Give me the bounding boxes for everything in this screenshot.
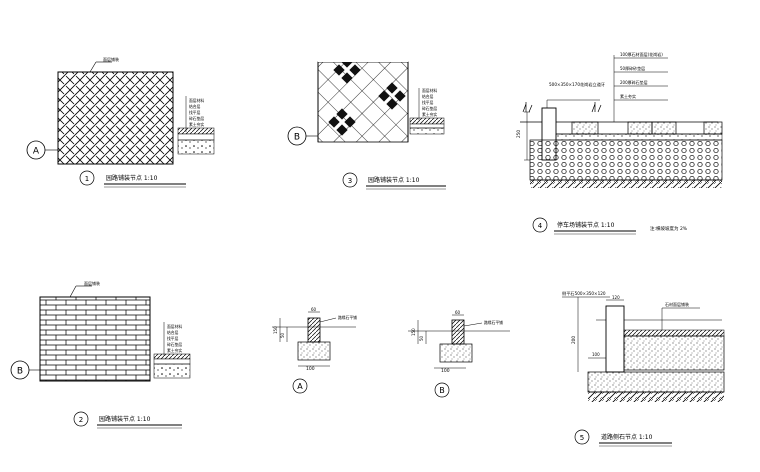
dim-side-1: 150 bbox=[273, 326, 278, 334]
dim-side-2: 50 bbox=[280, 332, 285, 338]
detail-4-parking-section: 500×350×170花岗岩立道牙 100厚石材面层(花岗岩) 50厚碎砂垫层 … bbox=[516, 51, 723, 235]
detail-2-brick: 面层铺装 面层材料 结合层 找平层 碎石垫层 素土夯实 B 2 园路铺装节点 1… bbox=[10, 280, 191, 429]
detail-title: 园路铺装节点 1:10 bbox=[368, 176, 420, 184]
layer-3: 200厚碎石垫层 bbox=[620, 79, 648, 85]
dim-top: 60 bbox=[455, 310, 461, 315]
detail-index: 5 bbox=[580, 434, 584, 442]
layer-3: 找平层 bbox=[189, 110, 201, 115]
detail-index-circle bbox=[532, 217, 548, 233]
dim-height: 250 bbox=[516, 130, 521, 138]
stone-label: 侧平石500×350×120 bbox=[562, 290, 606, 297]
dim-top: 60 bbox=[311, 307, 317, 312]
dim-side-1: 150 bbox=[411, 328, 416, 336]
dim-top: 120 bbox=[612, 295, 620, 300]
dim-height: 200 bbox=[571, 336, 576, 344]
detail-index: 2 bbox=[79, 416, 83, 424]
detail-title: 园路铺装节点 1:10 bbox=[106, 174, 158, 182]
callout: 路缘石平铺 bbox=[484, 320, 503, 325]
stone-label: 500×350×170花岗岩立道牙 bbox=[549, 81, 605, 88]
layer-3: 找平层 bbox=[167, 336, 179, 341]
callout-top: 面层铺装 bbox=[103, 56, 119, 62]
detail-index-circle bbox=[73, 411, 89, 427]
slope-note: 注:横坡坡度为 2% bbox=[650, 225, 688, 232]
layer-3: 找平层 bbox=[422, 100, 434, 105]
detail-index-circle bbox=[79, 170, 95, 186]
layer-1: 面层材料 bbox=[189, 98, 204, 103]
brick-plan bbox=[39, 296, 151, 382]
dim-bottom: 100 bbox=[306, 366, 315, 372]
section-marker-label: B bbox=[439, 386, 445, 395]
layer-1: 面层材料 bbox=[167, 324, 182, 329]
detail-index: 4 bbox=[538, 222, 543, 230]
layer-1: 100厚石材面层(花岗岩) bbox=[620, 51, 663, 57]
layer-5: 素土夯实 bbox=[189, 122, 204, 127]
layer-2: 结合层 bbox=[189, 104, 201, 109]
layer-5: 素土夯实 bbox=[422, 112, 437, 117]
detail-curb-section-b: 60 150 50 100 路缘石平铺 B bbox=[408, 310, 510, 398]
section-marker-label: B bbox=[294, 133, 300, 143]
dim-bottom: 100 bbox=[441, 368, 450, 374]
section-marker-label: B bbox=[17, 367, 23, 377]
detail-index: 1 bbox=[85, 175, 89, 183]
layer-2: 结合层 bbox=[422, 94, 434, 99]
detail-index: 3 bbox=[348, 177, 352, 185]
section-marker bbox=[292, 378, 308, 394]
herringbone-plan bbox=[57, 71, 174, 165]
detail-index-circle bbox=[342, 172, 358, 188]
detail-title: 停车场铺装节点 1:10 bbox=[557, 221, 615, 229]
detail-3-lattice: 面层材料 结合层 找平层 碎石垫层 素土夯实 B 3 园路铺装节点 1:10 bbox=[287, 52, 446, 190]
layer-4: 碎石垫层 bbox=[422, 106, 437, 111]
dim-bottom: 100 bbox=[592, 352, 600, 357]
callout-top: 面层铺装 bbox=[84, 280, 100, 286]
callout: 路缘石平铺 bbox=[338, 315, 357, 320]
layer-4: 碎石垫层 bbox=[167, 342, 182, 347]
layer-5: 素土夯实 bbox=[167, 348, 182, 353]
detail-title: 道路侧石节点 1:10 bbox=[601, 433, 653, 441]
layer-4: 素土夯实 bbox=[620, 93, 636, 99]
detail-curb-section-a: 60 150 50 100 路缘石平铺 A bbox=[272, 307, 357, 394]
layer-4: 碎石垫层 bbox=[189, 116, 204, 121]
detail-index-circle bbox=[574, 429, 590, 445]
section-marker bbox=[434, 382, 450, 398]
right-label: 石材面层铺装 bbox=[665, 301, 689, 307]
layer-2: 结合层 bbox=[167, 330, 179, 335]
detail-title: 园路铺装节点 1:10 bbox=[99, 415, 151, 423]
detail-1-herringbone: 面层铺装 面层材料 结合层 找平层 碎石垫层 素土夯实 A 1 园路铺装节点 1… bbox=[26, 56, 215, 188]
dim-side-2: 50 bbox=[419, 335, 424, 341]
detail-5-side-stone: 侧平石500×350×120 120 200 100 石材面层铺装 5 道路侧石… bbox=[562, 290, 725, 447]
section-marker-label: A bbox=[297, 382, 303, 391]
layer-1: 面层材料 bbox=[422, 88, 437, 93]
layer-2: 50厚碎砂垫层 bbox=[620, 65, 645, 71]
section-marker-label: A bbox=[33, 147, 40, 157]
